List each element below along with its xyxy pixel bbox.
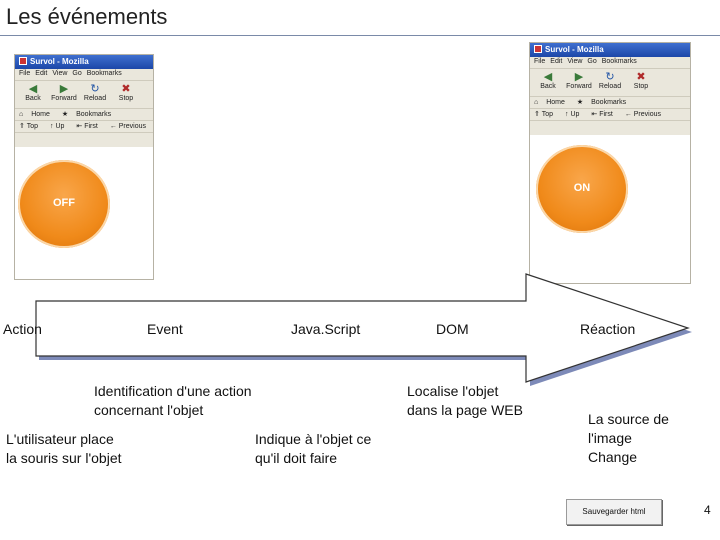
flow-arrow-body bbox=[35, 273, 690, 383]
site-navigation-bar: ⇑ Top ↑ Up ⇤ First ← Previous bbox=[530, 109, 690, 121]
previous-button[interactable]: ← Previous bbox=[624, 111, 661, 118]
menu-edit[interactable]: Edit bbox=[550, 58, 563, 65]
off-button-image[interactable]: OFF bbox=[18, 160, 110, 248]
stop-button[interactable]: ✖Stop bbox=[111, 83, 141, 102]
flow-action-label: Action bbox=[3, 321, 42, 337]
menu-file[interactable]: File bbox=[19, 70, 31, 77]
page-number: 4 bbox=[704, 503, 711, 517]
note-identification: Identification d'une action concernant l… bbox=[94, 383, 252, 418]
on-button-image[interactable]: ON bbox=[536, 145, 628, 233]
stop-button[interactable]: ✖Stop bbox=[626, 71, 656, 90]
note-locates: Localise l'objet dans la page WEB bbox=[407, 383, 523, 418]
back-button[interactable]: ◀Back bbox=[18, 83, 48, 102]
stop-icon: ✖ bbox=[636, 71, 646, 83]
flow-dom-label: DOM bbox=[436, 321, 469, 337]
reload-button[interactable]: ↻Reload bbox=[80, 83, 110, 102]
bookmarks-button[interactable]: ★ Bookmarks bbox=[576, 99, 627, 106]
bookmark-icon: ★ bbox=[576, 99, 584, 106]
home-button[interactable]: ⌂ Home bbox=[534, 99, 565, 106]
title-rule bbox=[0, 35, 720, 36]
menu-bookmarks[interactable]: Bookmarks bbox=[86, 70, 122, 77]
back-arrow-icon: ◀ bbox=[543, 71, 553, 83]
note-user: L'utilisateur place la souris sur l'obje… bbox=[6, 431, 122, 466]
save-html-button[interactable]: Sauvegarder html bbox=[566, 499, 662, 525]
back-arrow-icon: ◀ bbox=[28, 83, 38, 95]
note-source: La source de l'image Change bbox=[588, 411, 669, 465]
browser-navbar: ◀Back▶Forward↻Reload✖Stop bbox=[530, 69, 690, 97]
menu-edit[interactable]: Edit bbox=[35, 70, 48, 77]
first-button[interactable]: ⇤ First bbox=[591, 111, 613, 118]
bookmarks-toolbar: ⌂ Home ★ Bookmarks bbox=[530, 97, 690, 109]
menu-go[interactable]: Go bbox=[72, 70, 82, 77]
flow-javascript-label: Java.Script bbox=[291, 321, 361, 337]
browser-navbar: ◀Back▶Forward↻Reload✖Stop bbox=[15, 81, 153, 109]
home-button[interactable]: ⌂ Home bbox=[19, 111, 50, 118]
reload-icon: ↻ bbox=[90, 83, 100, 95]
stop-icon: ✖ bbox=[121, 83, 131, 95]
forward-arrow-icon: ▶ bbox=[59, 83, 69, 95]
top-button[interactable]: ⇑ Top bbox=[19, 123, 38, 130]
menu-bookmarks[interactable]: Bookmarks bbox=[601, 58, 637, 65]
flow-event-label: Event bbox=[147, 321, 183, 337]
first-button[interactable]: ⇤ First bbox=[76, 123, 98, 130]
browser-titlebar: Survol - Mozilla bbox=[15, 55, 153, 69]
top-button[interactable]: ⇑ Top bbox=[534, 111, 553, 118]
previous-button[interactable]: ← Previous bbox=[109, 123, 146, 130]
menu-view[interactable]: View bbox=[567, 58, 583, 65]
site-navigation-bar: ⇑ Top ↑ Up ⇤ First ← Previous bbox=[15, 121, 153, 133]
flow-arrow bbox=[35, 273, 692, 386]
note-indicates: Indique à l'objet ce qu'il doit faire bbox=[255, 431, 372, 466]
browser-menubar: File Edit View Go Bookmarks bbox=[15, 69, 153, 81]
forward-button[interactable]: ▶Forward bbox=[49, 83, 79, 102]
browser-menubar: File Edit View Go Bookmarks bbox=[530, 57, 690, 69]
menu-file[interactable]: File bbox=[534, 58, 546, 65]
mozilla-icon bbox=[534, 45, 542, 53]
browser-titlebar: Survol - Mozilla bbox=[530, 43, 690, 57]
forward-arrow-icon: ▶ bbox=[574, 71, 584, 83]
reload-button[interactable]: ↻Reload bbox=[595, 71, 625, 90]
home-icon: ⌂ bbox=[19, 111, 24, 118]
forward-button[interactable]: ▶Forward bbox=[564, 71, 594, 90]
home-icon: ⌂ bbox=[534, 99, 539, 106]
mozilla-icon bbox=[19, 57, 27, 65]
flow-reaction-label: Réaction bbox=[580, 321, 636, 337]
bookmarks-toolbar: ⌂ Home ★ Bookmarks bbox=[15, 109, 153, 121]
bookmarks-button[interactable]: ★ Bookmarks bbox=[61, 111, 112, 118]
back-button[interactable]: ◀Back bbox=[533, 71, 563, 90]
menu-go[interactable]: Go bbox=[587, 58, 597, 65]
up-button[interactable]: ↑ Up bbox=[564, 111, 580, 118]
menu-view[interactable]: View bbox=[52, 70, 68, 77]
up-button[interactable]: ↑ Up bbox=[49, 123, 65, 130]
reload-icon: ↻ bbox=[605, 71, 615, 83]
bookmark-icon: ★ bbox=[61, 111, 69, 118]
slide-title: Les événements bbox=[6, 4, 168, 29]
